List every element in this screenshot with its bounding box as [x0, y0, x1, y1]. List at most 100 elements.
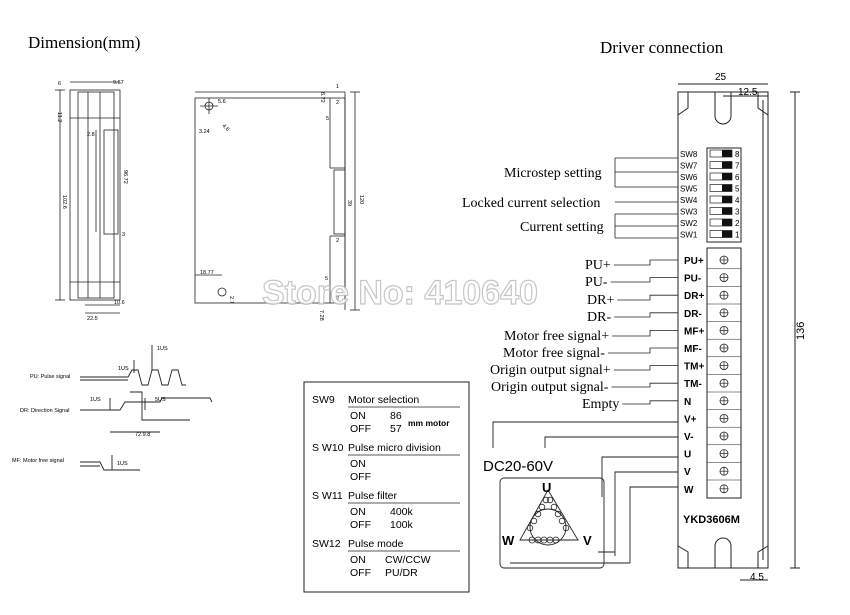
dim-front-bottom-h: 2.7 [228, 296, 234, 304]
dim-front-5b: 5 [325, 276, 328, 282]
dip-knob-6 [722, 207, 732, 215]
dip-number-2: 7 [735, 162, 740, 171]
sw11-off: OFF [350, 519, 371, 531]
timing-dr-label: DR: Direction Signal [20, 408, 70, 414]
sw12-section: SW12 Pulse mode ON CW/CCW OFF PU/DR [312, 538, 460, 579]
dimension-title: Dimension(mm) [28, 33, 140, 52]
sw11-section: S W11 Pulse filter ON 400k OFF 100k [312, 490, 460, 531]
dip-label-2: SW7 [680, 162, 698, 171]
sw12-title: Pulse mode [348, 538, 404, 550]
sw11-name: S W11 [312, 490, 343, 502]
sw11-on: ON [350, 506, 366, 518]
callout-pu-plus: PU+ [585, 258, 611, 273]
sw10-title: Pulse micro division [348, 442, 441, 454]
dip-label-8: SW1 [680, 231, 698, 240]
sw12-off: OFF [350, 567, 371, 579]
timing-t4: 5US [155, 397, 166, 403]
callout-microstep: Microstep setting [504, 166, 602, 181]
callout-current: Current setting [520, 220, 604, 235]
sw9-off-value: 57 [390, 423, 402, 435]
signal-callouts: PU+PU-DR+DR-Motor free signal+Motor free… [490, 258, 678, 412]
dim-driver-half: 12.5 [738, 87, 758, 98]
coil-loop [534, 510, 542, 518]
dip-number-5: 4 [735, 196, 740, 205]
dim-front-hole2: 4.6 [221, 123, 231, 133]
callout-pu-minus: PU- [585, 275, 608, 290]
driver-body [677, 83, 800, 581]
sw10-section: S W10 Pulse micro division ON OFF [312, 442, 460, 483]
timing-mf-label: MF: Motor free signal [12, 458, 64, 464]
dip-label-3: SW6 [680, 173, 698, 182]
terminal-label-7: TM+ [684, 362, 704, 373]
dim-front-2c: 2 [336, 296, 339, 302]
dip-knob-7 [722, 219, 732, 226]
motor-coils [526, 496, 570, 544]
sw9-title: Motor selection [348, 394, 419, 406]
dim-front-top: 6.72 [319, 92, 325, 103]
dip-number-7: 2 [735, 219, 740, 228]
driver-title: Driver connection [600, 38, 724, 57]
callout-locked-current: Locked current selection [462, 196, 600, 211]
dim-front-bottom-r: 7.28 [318, 310, 324, 321]
dip-label-5: SW4 [680, 196, 698, 205]
sw9-on: ON [350, 410, 366, 422]
dim-front-bottom-l: 18.77 [200, 270, 214, 276]
dip-knob-2 [722, 161, 732, 169]
coil-loop [554, 510, 562, 518]
timing-pu-label: PU: Pulse signal [30, 374, 70, 380]
timing-t3: 1US [90, 397, 101, 403]
dim-side-h1: 11.2 [56, 112, 62, 122]
coil-loop [538, 503, 546, 511]
sw12-on: ON [350, 554, 366, 566]
coil-loop [562, 524, 570, 532]
dip-knob-5 [722, 196, 732, 203]
dim-front-left: 3.24 [199, 129, 210, 135]
dim-front-1a: 1 [336, 84, 339, 90]
sw10-name: S W10 [312, 442, 344, 454]
callout-mf-minus: Motor free signal- [503, 346, 605, 361]
sw9-section: SW9 Motor selection ON 86 OFF 57 mm moto… [312, 394, 460, 435]
callout-tm-minus: Origin output signal- [491, 380, 609, 395]
driver-model: YKD3606M [683, 514, 740, 526]
dim-front-5a: 5 [326, 116, 329, 122]
dim-driver-height: 136 [795, 322, 807, 340]
dip-number-6: 3 [735, 208, 740, 217]
motor-u-label: U [542, 480, 551, 495]
dim-front-mid: 39 [346, 200, 352, 206]
dip-number-8: 1 [735, 231, 740, 240]
callout-empty: Empty [582, 397, 619, 412]
dim-side-3: 3 [122, 232, 125, 238]
dim-side-bottom: 10.6 [114, 300, 125, 306]
callout-dr-plus: DR+ [587, 293, 614, 308]
timing-diagram [80, 345, 213, 471]
terminal-label-3: DR+ [684, 291, 704, 302]
sw10-off: OFF [350, 471, 371, 483]
dim-side-inner: 96.72 [122, 170, 128, 184]
terminal-label-9: N [684, 397, 691, 408]
coil-loop [542, 496, 550, 504]
motor-w-label: W [502, 533, 515, 548]
sw11-on-value: 400k [390, 506, 414, 518]
coil-loop [552, 536, 560, 544]
dip-label-4: SW5 [680, 185, 698, 194]
callout-lines [614, 157, 678, 239]
coil-loop [530, 517, 538, 525]
terminal-label-5: MF+ [684, 326, 704, 337]
dip-knob-1 [722, 150, 732, 157]
coil-loop [526, 524, 534, 532]
dip-knob-8 [722, 230, 732, 238]
dip-number-4: 5 [735, 185, 740, 194]
terminal-block: PU+PU-DR+DR-MF+MF-TM+TM-NV+V-UVW [684, 255, 741, 496]
store-watermark: Store No: 410640 [262, 274, 538, 312]
terminal-label-6: MF- [684, 344, 702, 355]
dim-side-top1: 6 [58, 81, 61, 87]
terminal-label-2: PU- [684, 274, 701, 285]
dim-side-total: 102.6 [61, 195, 67, 209]
dim-driver-bottom: 4.5 [750, 572, 764, 583]
dim-side-top2: 9.67 [113, 80, 124, 86]
sw10-on: ON [350, 458, 366, 470]
terminal-label-12: U [684, 450, 691, 461]
terminal-label-11: V- [684, 432, 693, 443]
terminal-label-13: V [684, 467, 691, 478]
